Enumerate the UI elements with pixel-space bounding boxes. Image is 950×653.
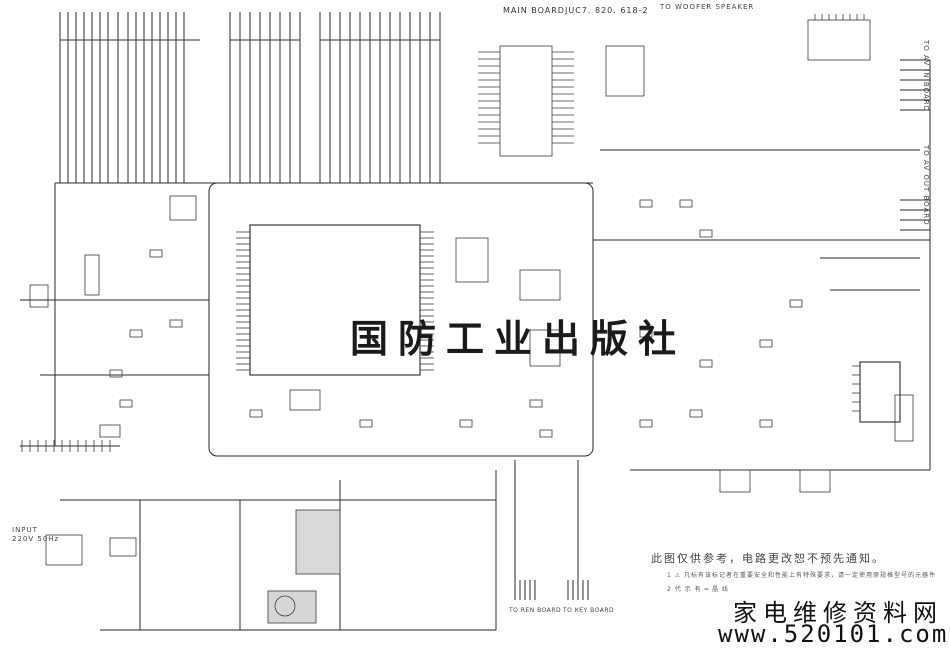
sub-ic	[455, 237, 489, 283]
passive-component	[539, 429, 553, 438]
bridge-rectifier	[109, 537, 137, 557]
connector	[894, 394, 914, 442]
passive-component	[109, 369, 123, 378]
main-board-label: MAIN BOARD	[503, 6, 565, 15]
input-voltage-label: 220V 50Hz	[12, 535, 60, 543]
passive-component	[699, 229, 713, 238]
ren-board-label: TO REN BOARD	[509, 607, 562, 614]
passive-component	[639, 329, 653, 338]
key-board-label: TO KEY BOARD	[563, 607, 615, 614]
passive-component	[689, 409, 703, 418]
passive-component	[679, 199, 693, 208]
power-transistor	[267, 590, 317, 624]
passive-component	[789, 299, 803, 308]
woofer-label: TO WOOFER SPEAKER	[660, 3, 755, 11]
board-code-label: JUC7. 820. 618-2	[565, 6, 649, 15]
regulator	[799, 469, 831, 493]
audio-ic	[499, 45, 553, 157]
passive-component	[759, 419, 773, 428]
input-label: INPUT	[12, 526, 38, 534]
passive-component	[639, 419, 653, 428]
line-filter	[45, 534, 83, 566]
sub-ic	[529, 329, 561, 367]
passive-component	[169, 319, 183, 328]
sub-ic	[169, 195, 197, 221]
notice-line-2: 2 代 示 有 ━ 晶 线	[667, 586, 729, 593]
main-ic-chip	[249, 224, 421, 376]
passive-component	[529, 399, 543, 408]
right-label-av-in: TO AV IN BOARD	[922, 40, 930, 112]
site-url: www.520101.com	[718, 620, 949, 648]
resistor	[84, 254, 100, 296]
sub-ic	[289, 389, 321, 411]
passive-component	[129, 329, 143, 338]
passive-component	[249, 409, 263, 418]
passive-component	[639, 199, 653, 208]
regulator	[719, 469, 751, 493]
passive-component	[699, 359, 713, 368]
passive-component	[119, 399, 133, 408]
component	[99, 424, 121, 438]
connector-block	[807, 19, 871, 61]
ic-block	[605, 45, 645, 97]
right-label-av-out: TO AV OUT BOARD	[922, 145, 930, 226]
switching-ic	[295, 509, 341, 575]
notice-title: 此图仅供参考，电路更改恕不预先通知。	[651, 552, 885, 565]
transistor-symbol	[274, 595, 296, 617]
publisher-watermark: 国防工业出版社	[350, 316, 687, 361]
passive-component	[359, 419, 373, 428]
transformer	[859, 361, 901, 423]
notice-line-1: 1 ⚠ 凡标有该标记者在重要安全和性能上有特殊要求，请一定使用原规格型号的元器件	[667, 572, 937, 579]
site-name-cn: 家电维修资料网	[733, 599, 943, 627]
passive-component	[149, 249, 163, 258]
passive-component	[459, 419, 473, 428]
component	[29, 284, 49, 308]
sub-ic	[519, 269, 561, 301]
passive-component	[759, 339, 773, 348]
